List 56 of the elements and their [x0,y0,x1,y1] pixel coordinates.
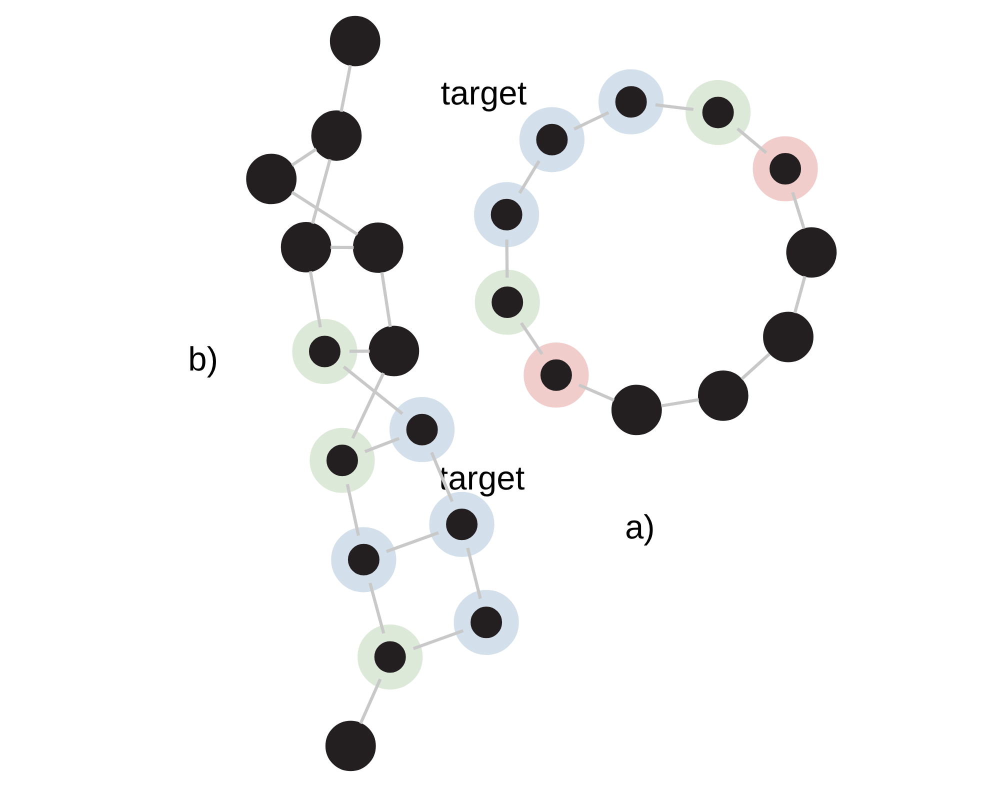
label: b) [188,342,218,379]
connector [364,436,400,454]
node-circle [524,342,589,408]
connector [793,276,806,314]
connector [291,148,318,167]
node-circle [246,154,297,204]
connector [359,678,382,724]
connector [740,352,771,380]
connector [346,484,360,536]
node-circle [454,590,519,655]
node-circle [786,227,837,278]
connector [578,384,615,402]
connector [351,372,385,439]
node-circle [611,384,662,436]
connector [386,531,440,553]
connector [342,366,404,415]
node-circle [390,397,455,462]
label: a) [624,510,655,547]
connector [466,548,482,600]
node-label: target [440,76,527,113]
node-circle [311,110,362,161]
connector [430,452,454,502]
node-circle [352,222,404,273]
connector [311,158,332,224]
connector [368,582,386,634]
node-circle [280,222,332,272]
connector [518,160,540,194]
connector [655,103,694,112]
node-circle [292,318,358,384]
node-label: target [438,460,525,498]
node-circle [368,326,420,376]
connector [340,64,352,112]
node-circle [474,182,540,248]
connector [330,246,354,250]
node-circle [310,428,375,493]
connector [660,398,700,408]
node-circle [358,624,423,690]
node-circle [686,80,751,146]
connector [791,192,806,230]
node-circle [325,720,376,772]
node-circle [598,69,664,134]
connector [736,128,768,154]
node-circle [763,312,814,362]
connector [380,272,392,328]
connector [308,271,322,328]
connector [350,350,370,353]
connector [520,322,544,355]
connector [291,190,358,236]
node-circle [331,527,396,592]
connector [412,629,464,650]
node-circle [474,270,540,335]
node-circle [330,16,380,66]
connector [505,240,509,278]
connector [574,111,610,130]
node-circle [698,370,748,421]
node-circle [752,136,818,202]
